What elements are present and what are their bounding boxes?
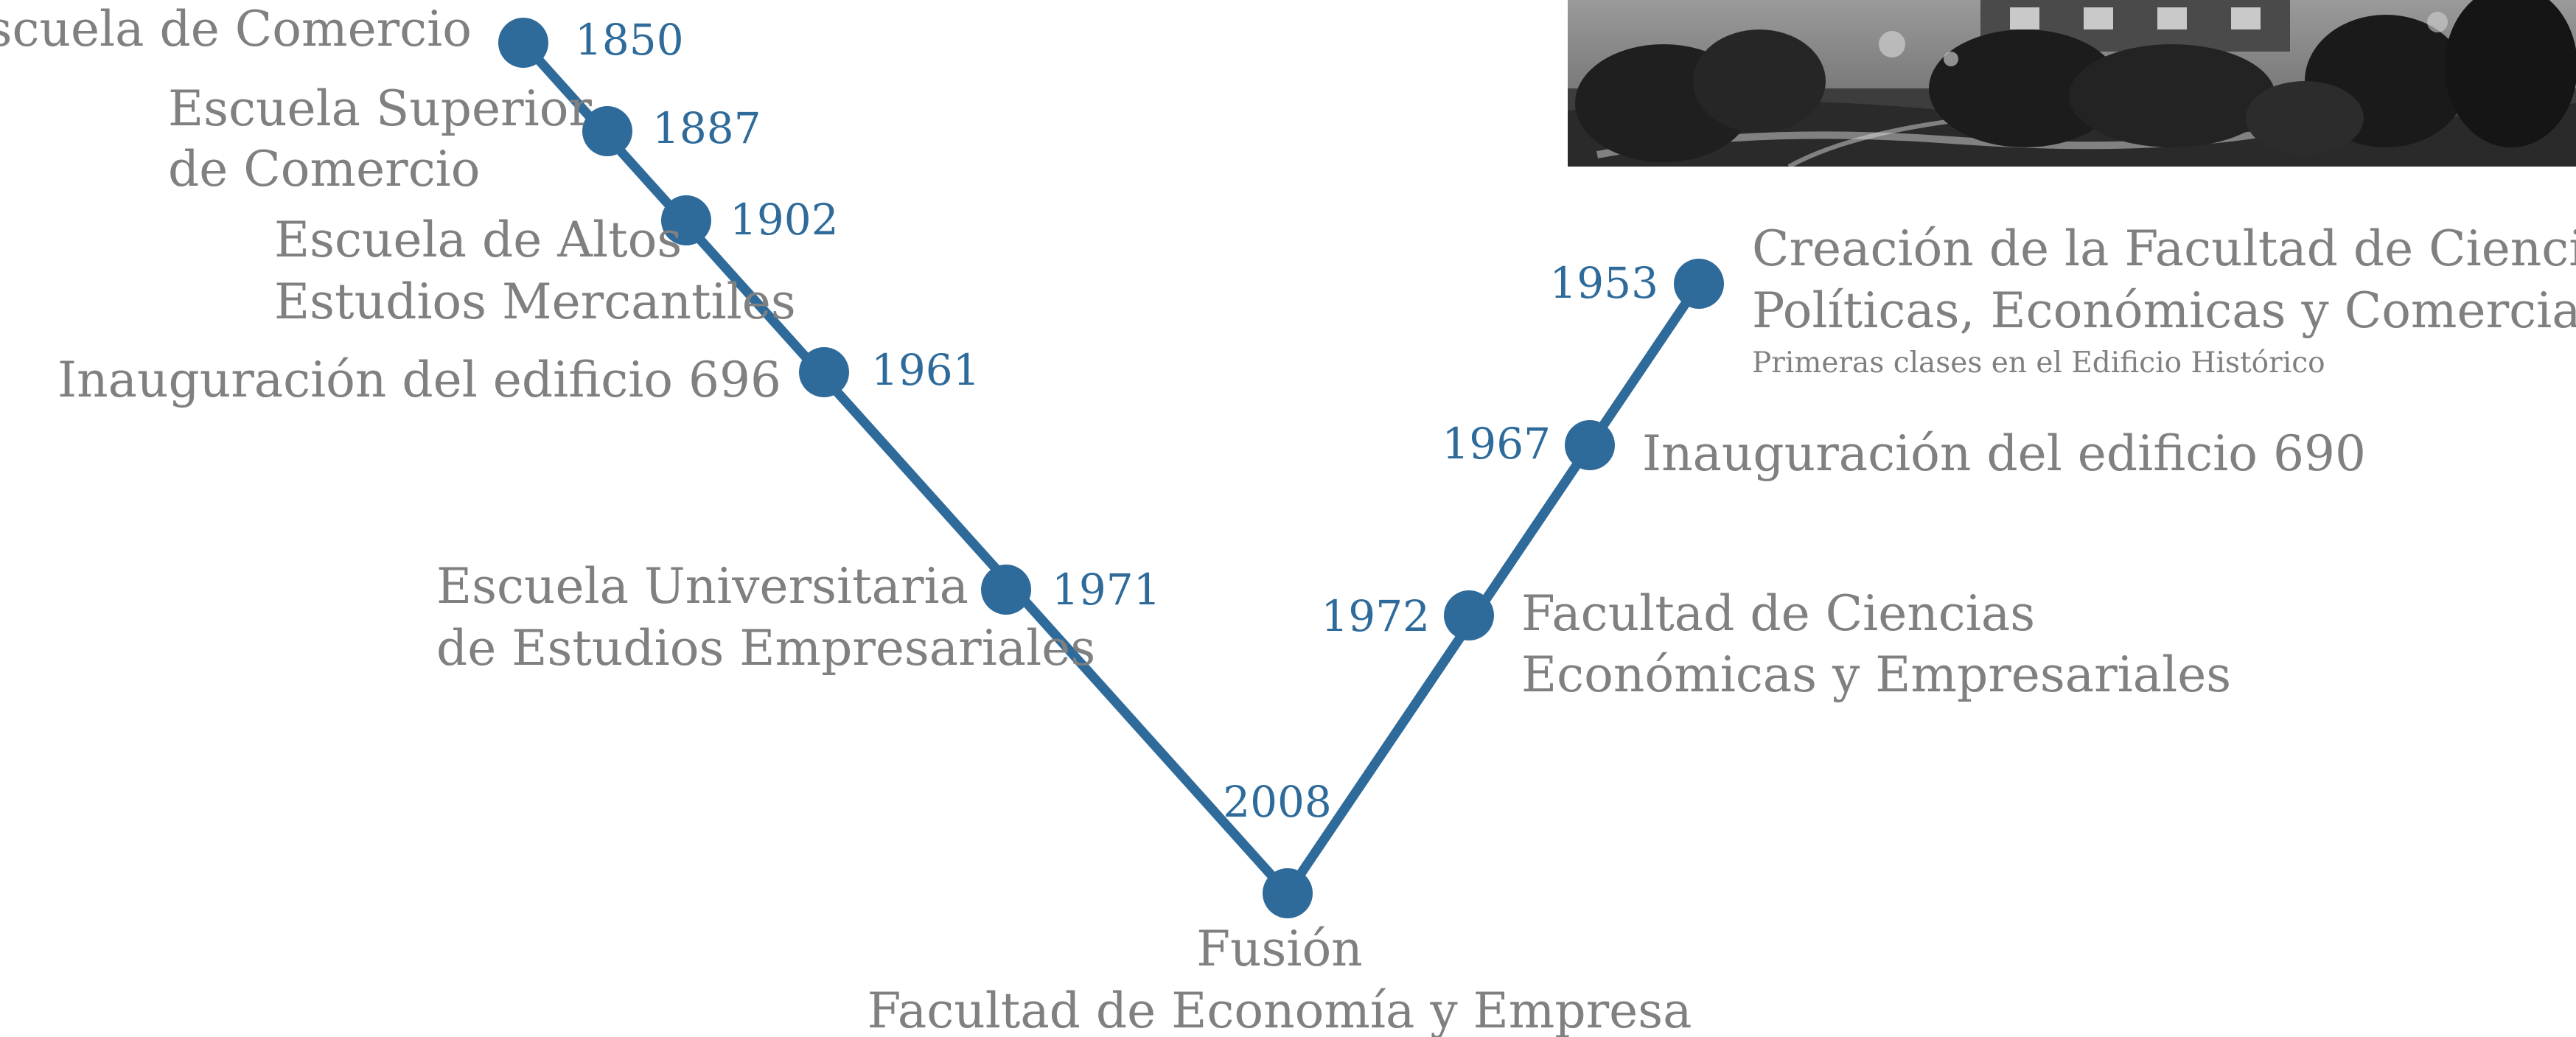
timeline-node xyxy=(661,195,711,245)
milestone-label: Escuela de Altos xyxy=(274,212,682,268)
milestone-label-line2: de Estudios Empresariales xyxy=(436,620,1095,677)
timeline-node xyxy=(799,347,849,397)
milestone-label: Inauguración del edificio 696 xyxy=(57,352,781,408)
timeline-node xyxy=(582,106,632,156)
milestone-1967: 1967 Inauguración del edificio 690 xyxy=(1442,419,2366,482)
milestone-2008: 2008 Fusión Facultad de Economía y Empre… xyxy=(868,777,1692,1037)
milestone-1961: Inauguración del edificio 696 1961 xyxy=(57,345,980,408)
milestone-1972: 1972 Facultad de Ciencias Económicas y E… xyxy=(1321,585,2231,703)
milestone-1971: Escuela Universitaria de Estudios Empres… xyxy=(436,558,1161,677)
milestone-1850: Escuela de Comercio 1850 xyxy=(0,1,684,68)
milestone-1953: 1953 Creación de la Facultad de Ciencias… xyxy=(1549,220,2576,380)
milestone-year: 1887 xyxy=(652,103,761,153)
milestone-year: 1953 xyxy=(1549,258,1658,308)
photo-illustration xyxy=(1568,0,2576,167)
milestone-note: Primeras clases en el Edificio Histórico xyxy=(1752,346,2325,380)
timeline-node xyxy=(1565,420,1615,470)
timeline-node xyxy=(1444,590,1494,640)
milestone-label-line2: de Comercio xyxy=(168,141,481,198)
milestone-label-line2: Estudios Mercantiles xyxy=(274,273,796,330)
milestone-year: 1850 xyxy=(575,15,684,65)
timeline-node xyxy=(981,565,1031,615)
milestone-label: Escuela de Comercio xyxy=(0,1,472,57)
milestone-1887: Escuela Superior de Comercio 1887 xyxy=(168,80,761,198)
milestone-label: Facultad de Ciencias xyxy=(1521,585,2035,642)
milestone-year: 1972 xyxy=(1321,591,1430,641)
milestone-label: Creación de la Facultad de Ciencias xyxy=(1752,220,2576,277)
milestone-label-line2: Facultad de Economía y Empresa xyxy=(868,982,1692,1037)
milestone-year: 1902 xyxy=(730,195,839,245)
milestone-1902: Escuela de Altos Estudios Mercantiles 19… xyxy=(274,195,839,330)
milestone-label: Escuela Universitaria xyxy=(436,558,968,615)
timeline-node xyxy=(1263,868,1313,918)
historic-building-photo xyxy=(1568,0,2576,167)
milestone-label-line2: Económicas y Empresariales xyxy=(1521,646,2231,703)
left-branch-line xyxy=(518,38,1293,898)
milestone-label: Inauguración del edificio 690 xyxy=(1642,425,2366,482)
milestone-year: 1967 xyxy=(1442,419,1551,469)
right-branch-line xyxy=(1282,279,1704,898)
milestone-year: 1961 xyxy=(871,345,980,395)
milestone-label: Fusión xyxy=(1196,921,1363,977)
timeline-node xyxy=(498,18,548,68)
timeline-node xyxy=(1674,259,1724,309)
milestone-year: 1971 xyxy=(1052,565,1161,615)
milestone-label: Escuela Superior xyxy=(168,80,592,137)
milestone-year: 2008 xyxy=(1223,777,1332,827)
milestone-label-line2: Políticas, Económicas y Comerciales xyxy=(1752,282,2576,339)
